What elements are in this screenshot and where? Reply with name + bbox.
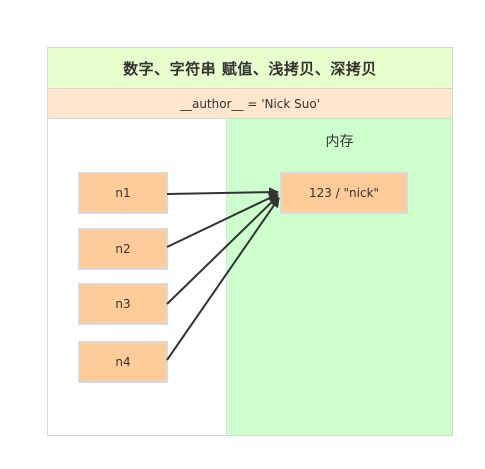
memory-label: 内存 <box>325 134 354 150</box>
variable-box-n2: n2 <box>78 228 168 270</box>
diagram-frame: 数字、字符串 赋值、浅拷贝、深拷贝 __author__ = 'Nick Suo… <box>47 47 453 436</box>
variable-box-n1: n1 <box>78 172 168 214</box>
diagram-title: 数字、字符串 赋值、浅拷贝、深拷贝 <box>48 48 452 89</box>
author-line: __author__ = 'Nick Suo' <box>48 89 452 119</box>
variables-pane <box>48 119 226 435</box>
variable-box-n4: n4 <box>78 341 168 383</box>
memory-pane: 内存 <box>226 119 452 435</box>
memory-value-box: 123 / "nick" <box>280 172 408 214</box>
variable-box-n3: n3 <box>78 283 168 325</box>
